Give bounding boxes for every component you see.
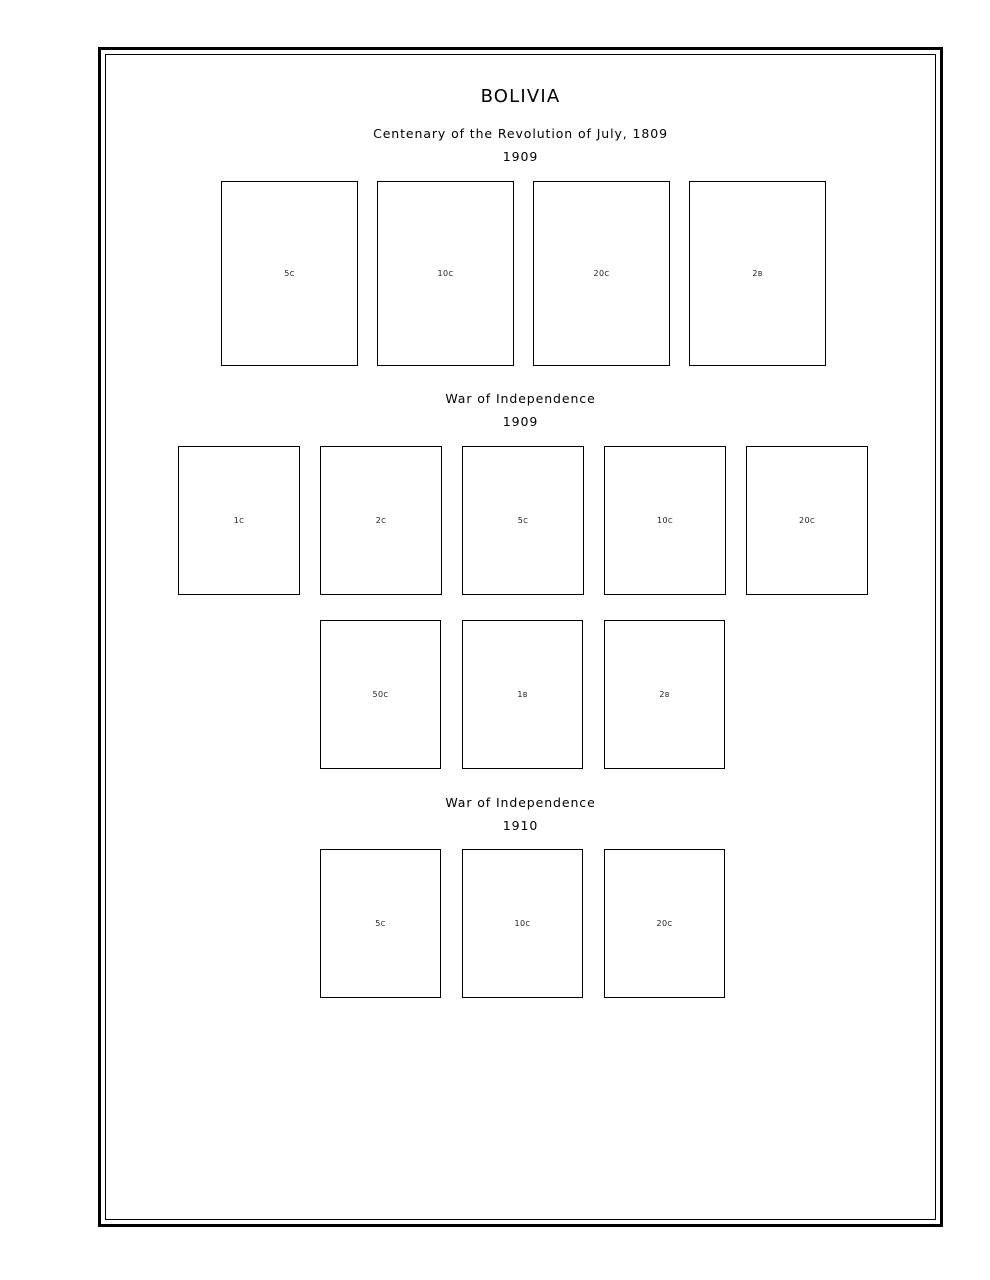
stamp-label: 20c <box>593 268 610 278</box>
stamp-space[interactable]: 5c <box>221 181 358 366</box>
stamp-space[interactable]: 20c <box>746 446 868 595</box>
stamp-label: 10c <box>657 515 673 525</box>
section-title-1: Centenary of the Revolution of July, 180… <box>373 126 668 141</box>
stamp-space[interactable]: 10c <box>377 181 514 366</box>
album-page: BOLIVIA Centenary of the Revolution of J… <box>98 47 943 1227</box>
stamp-label: 5c <box>284 268 295 278</box>
album-page-inner-border: BOLIVIA Centenary of the Revolution of J… <box>105 54 936 1220</box>
stamp-label: 50c <box>372 689 389 699</box>
stamp-space[interactable]: 10c <box>462 849 583 998</box>
stamp-space[interactable]: 20c <box>533 181 670 366</box>
stamp-space[interactable]: 1c <box>178 446 300 595</box>
stamp-space[interactable]: 5c <box>462 446 584 595</box>
section-year-3: 1910 <box>502 818 539 833</box>
page-title: BOLIVIA <box>480 86 561 107</box>
stamp-space[interactable]: 10c <box>604 446 726 595</box>
stamp-space[interactable]: 5c <box>320 849 441 998</box>
stamp-label: 1B <box>517 689 528 699</box>
section-title-3: War of Independence <box>445 795 596 810</box>
section-title-2: War of Independence <box>445 391 596 406</box>
section-year-2: 1909 <box>502 414 539 429</box>
stamp-space[interactable]: 20c <box>604 849 725 998</box>
stamp-label: 2B <box>752 268 763 278</box>
stamp-space[interactable]: 1B <box>462 620 583 769</box>
stamp-label: 5c <box>375 918 386 928</box>
stamp-label: 5c <box>517 515 529 525</box>
section-year-1: 1909 <box>502 149 539 164</box>
stamp-space[interactable]: 2B <box>604 620 725 769</box>
stamp-label: 10c <box>514 918 531 928</box>
stamp-label: 2c <box>375 515 387 525</box>
stamp-space[interactable]: 2c <box>320 446 442 595</box>
stamp-label: 2B <box>659 689 670 699</box>
page-content: BOLIVIA Centenary of the Revolution of J… <box>106 55 935 1219</box>
stamp-space[interactable]: 50c <box>320 620 441 769</box>
stamp-space[interactable]: 2B <box>689 181 826 366</box>
stamp-label: 10c <box>437 268 454 278</box>
stamp-label: 20c <box>799 515 815 525</box>
stamp-label: 20c <box>656 918 673 928</box>
stamp-label: 1c <box>233 515 245 525</box>
